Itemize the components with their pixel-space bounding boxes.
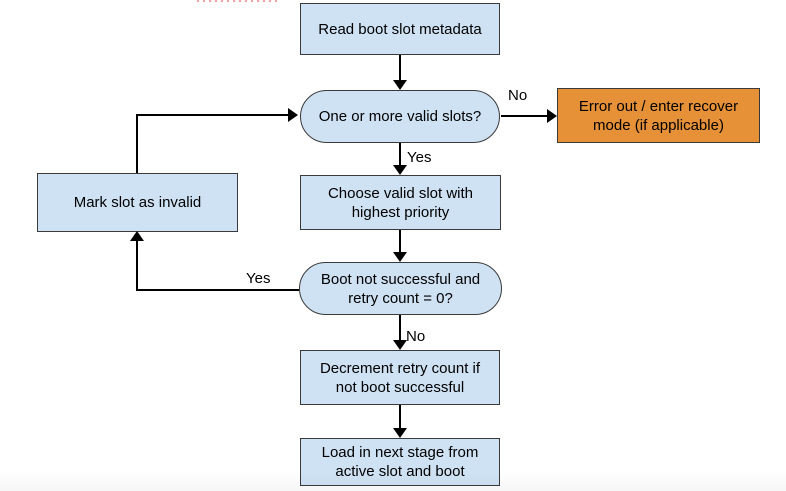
node-choose-valid-slot: Choose valid slot with highest priority — [300, 175, 501, 230]
clipped-red-text-marks — [197, 0, 278, 2]
arrow-retry-to-mark-vline — [136, 241, 138, 291]
arrow-valid-to-error-head — [547, 109, 557, 123]
arrow-retry-to-mark-head — [130, 231, 144, 241]
node-read-boot-slot-metadata: Read boot slot metadata — [300, 3, 500, 55]
arrow-mark-to-valid-hline — [136, 114, 288, 116]
edge-label-yes-mark: Yes — [246, 270, 271, 287]
arrow-retry-to-decrement-line — [399, 315, 401, 341]
arrow-mark-to-valid-vline — [136, 115, 138, 173]
edge-label-yes-choose: Yes — [407, 149, 432, 166]
arrow-choose-to-retry-line — [399, 230, 401, 253]
arrow-choose-to-retry-head — [393, 252, 407, 262]
edge-label-no-decrement: No — [406, 328, 426, 345]
node-decrement-retry-count: Decrement retry count if not boot succes… — [300, 350, 500, 405]
arrow-mark-to-valid-head — [288, 108, 298, 122]
node-mark-slot-invalid: Mark slot as invalid — [37, 173, 238, 232]
arrow-read-to-valid-head — [393, 80, 407, 90]
node-one-or-more-valid-slots: One or more valid slots? — [300, 90, 500, 143]
edge-label-no-error: No — [508, 87, 528, 104]
arrow-read-to-valid-line — [399, 55, 401, 81]
arrow-valid-to-error-line — [501, 115, 548, 117]
arrow-retry-to-decrement-head — [393, 340, 407, 350]
arrow-decrement-to-load-line — [399, 405, 401, 429]
bottom-fade — [0, 471, 786, 491]
node-load-next-stage: Load in next stage from active slot and … — [300, 438, 500, 486]
arrow-valid-to-choose-head — [393, 165, 407, 175]
arrow-decrement-to-load-head — [393, 428, 407, 438]
node-error-out-recover-mode: Error out / enter recover mode (if appli… — [557, 88, 760, 143]
arrow-valid-to-choose-line — [399, 143, 401, 166]
node-boot-not-successful-retry-zero: Boot not successful and retry count = 0? — [299, 262, 502, 315]
arrow-retry-to-mark-hline — [137, 289, 299, 291]
